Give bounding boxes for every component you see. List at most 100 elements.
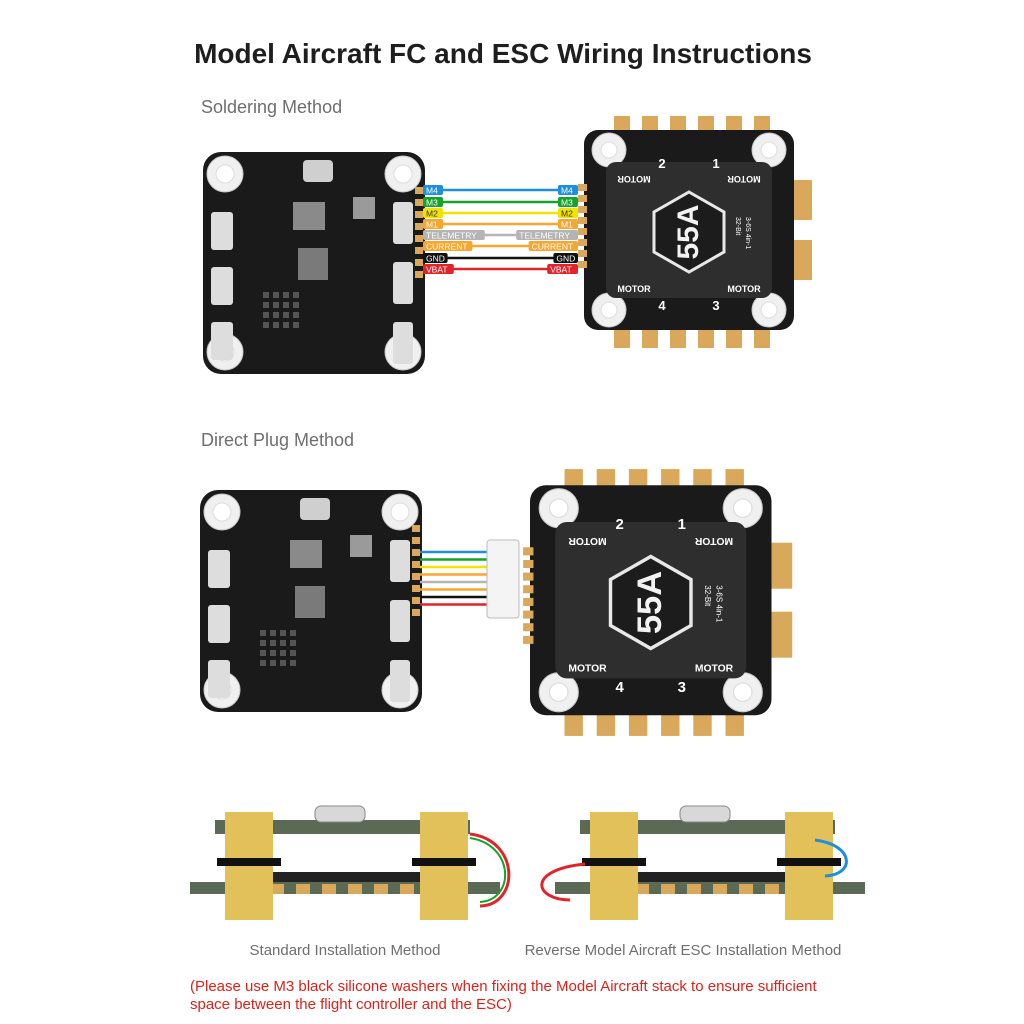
fc-component	[293, 312, 299, 318]
mount-hole	[215, 164, 235, 184]
mount-hole	[600, 301, 618, 319]
wire-label: CURRENT	[532, 242, 574, 252]
motor-label: MOTOR	[568, 664, 607, 675]
usb-c-port	[303, 160, 333, 182]
motor-number: 4	[616, 679, 625, 696]
fc-component	[273, 302, 279, 308]
signal-pad	[578, 195, 587, 202]
fc-component	[263, 292, 269, 298]
fc-chip	[350, 535, 372, 557]
esc-component	[270, 884, 284, 894]
motor-number: 4	[658, 298, 666, 313]
wire-label: M4	[561, 186, 573, 196]
fc-component	[280, 650, 286, 656]
wire-label-tag	[423, 208, 443, 218]
signal-pad	[578, 261, 587, 268]
motor-number: 1	[678, 516, 686, 533]
esc-component	[661, 884, 675, 894]
silicone-washer	[412, 858, 476, 866]
esc-spec: 3-6S 4in-1	[714, 585, 723, 623]
motor-label: MOTOR	[617, 284, 651, 294]
wire-label: M3	[426, 198, 438, 208]
fc-component	[270, 630, 276, 636]
plug-cable	[814, 838, 848, 878]
signal-pad	[523, 559, 534, 568]
signal-pad	[578, 206, 587, 213]
wire-label-tag	[558, 185, 578, 195]
signal-pad	[523, 635, 534, 644]
wire-label: GND	[556, 254, 575, 264]
silicone-washer	[582, 858, 646, 866]
wire-label-tag	[423, 219, 443, 229]
esc-bits: 32-Bit	[703, 585, 712, 607]
fc-component	[283, 322, 289, 328]
wire-label-tag	[553, 253, 578, 263]
caption-standard-installation: Standard Installation Method	[249, 942, 441, 959]
plug-cable	[469, 832, 511, 908]
fc-connector	[393, 322, 413, 364]
signal-pad	[578, 228, 587, 235]
wire-label-tag	[423, 253, 448, 263]
esc-bits: 32-Bit	[734, 217, 741, 235]
mount-hole	[390, 502, 410, 522]
motor-number: 3	[712, 298, 719, 313]
wire-label: TELEMETRY	[519, 231, 570, 241]
fc-mcu	[295, 586, 325, 618]
fc-board-side	[580, 820, 835, 834]
wire-label-tag	[558, 208, 578, 218]
solder-pad	[412, 573, 420, 580]
solder-pad	[415, 259, 423, 266]
esc-component	[687, 884, 701, 894]
esc-component	[713, 884, 727, 894]
motor-pad	[628, 710, 648, 736]
esc-component	[400, 884, 414, 894]
wire-label: M1	[561, 220, 573, 230]
fc-component	[270, 650, 276, 656]
fc-component	[280, 630, 286, 636]
mount-hole	[760, 301, 778, 319]
rating-hexagon	[608, 554, 693, 651]
motor-number: 3	[678, 679, 686, 696]
fc-component	[270, 640, 276, 646]
solder-pad	[412, 549, 420, 556]
motor-number: 2	[658, 156, 665, 171]
solder-pad	[415, 235, 423, 242]
fc-board-side	[215, 820, 470, 834]
usb-c-port	[300, 498, 330, 520]
motor-number: 1	[712, 156, 719, 171]
fc-component	[283, 302, 289, 308]
wire-label: GND	[426, 254, 445, 264]
wire-label: M4	[426, 186, 438, 196]
fc-component	[280, 660, 286, 666]
signal-pad	[578, 239, 587, 246]
wire-label: M1	[426, 220, 438, 230]
solder-pad	[412, 585, 420, 592]
motor-pad	[661, 710, 680, 736]
esc-component	[296, 884, 310, 894]
wire-label-tag	[516, 230, 578, 240]
fc-chip	[290, 540, 322, 568]
fc-component	[273, 322, 279, 328]
wire-label-tag	[423, 185, 443, 195]
motor-label: MOTOR	[695, 664, 734, 675]
fc-component	[280, 640, 286, 646]
esc-heatsink-side	[625, 872, 805, 882]
fc-component	[290, 650, 296, 656]
wire-label: M2	[561, 209, 573, 219]
solder-pad	[415, 223, 423, 230]
signal-pad	[578, 250, 587, 257]
esc-component	[322, 884, 336, 894]
signal-pad	[523, 597, 534, 606]
fc-component	[263, 312, 269, 318]
wire-label: CURRENT	[426, 242, 468, 252]
fc-component	[293, 302, 299, 308]
signal-pad	[523, 623, 534, 632]
silicone-washer	[777, 858, 841, 866]
solder-pad	[415, 271, 423, 278]
motor-label: MOTOR	[568, 535, 607, 546]
esc-heatsink-side	[260, 872, 440, 882]
